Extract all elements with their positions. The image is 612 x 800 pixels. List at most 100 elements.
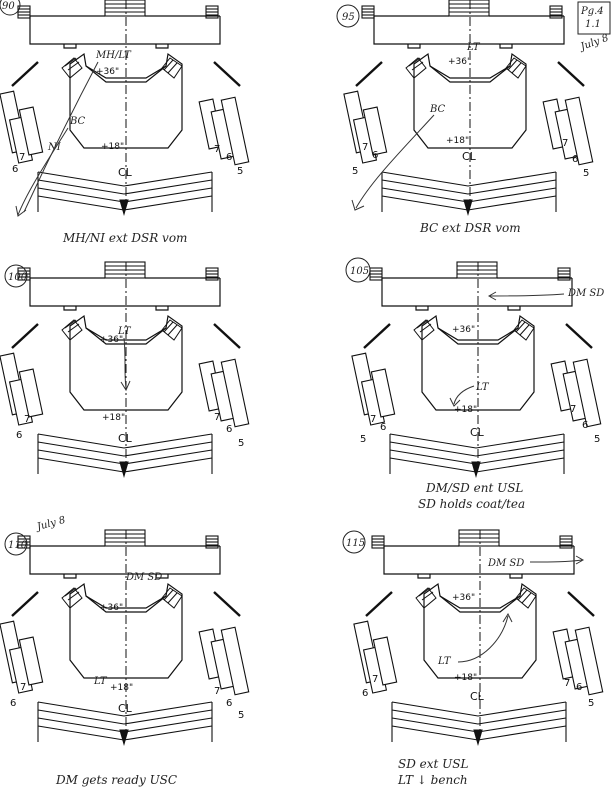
section-label-6: 6 [372, 150, 378, 161]
section-label-7-right: 7 [214, 412, 220, 423]
movement-arrow [23, 61, 99, 213]
actor-label-lt: LT [437, 656, 452, 667]
section-label-5-right: 5 [594, 434, 600, 445]
actor-label-lt: LT [117, 326, 132, 337]
blocking-note: MH/NI ext DSR vom [62, 231, 187, 245]
movement-arrow [489, 293, 565, 297]
panel-110: 110 July 8 +36" +18" CL 7 6 7 6 5 DM SD … [0, 515, 250, 787]
section-label-6-right: 6 [582, 420, 588, 431]
actor-label-lt: LT [466, 42, 481, 53]
section-label-6-right: 6 [572, 154, 578, 165]
actor-label-lt: LT [475, 382, 490, 393]
section-label-6-right: 6 [576, 682, 582, 693]
page-number-circle [345, 257, 371, 283]
page-number-circle [0, 0, 21, 16]
page-number: 105 [350, 266, 369, 277]
actor-label-dm-sd: DM SD [567, 288, 604, 299]
section-label-6-right: 6 [226, 424, 232, 435]
page-number: 90 [2, 1, 15, 12]
section-label-7-right: 7 [564, 678, 570, 689]
upper-platform-label: +36" [452, 325, 475, 335]
upper-platform-label: +36" [100, 603, 123, 613]
upper-platform-label: +36" [96, 67, 119, 77]
section-label-6-right: 6 [226, 152, 232, 163]
section-label-5-right: 5 [588, 698, 594, 709]
lower-platform-label: +18" [102, 413, 125, 423]
actor-label-bc: BC [69, 116, 86, 127]
upper-platform-label: +36" [100, 335, 123, 345]
center-line-label: CL [118, 702, 133, 715]
lower-platform-label: +18" [454, 405, 477, 415]
blocking-note: SD ext USL [398, 757, 468, 771]
movement-arrow [529, 559, 583, 563]
page-number: 115 [346, 538, 365, 549]
actor-label-bc: BC [429, 104, 446, 115]
movement-arrow [453, 385, 475, 405]
blocking-note: BC ext DSR vom [419, 221, 521, 235]
page-number: 100 [8, 272, 28, 283]
blocking-note: DM/SD ent USL [425, 481, 523, 495]
actor-label-dm-sd: DM SD [125, 572, 162, 583]
section-label-7-right: 7 [562, 138, 568, 149]
panel-115: 115 +36" +18" CL 7 6 7 6 5 DM SD LT SD e… [342, 528, 604, 787]
section-label-7: 7 [370, 414, 376, 425]
page-corner-note: Pg.4 1.1 July 8 [577, 1, 611, 54]
blocking-note: DM gets ready USC [55, 773, 177, 787]
panel-90: 90 +36" +18" CL 7 6 7 6 5 MH/LT BC NI MH… [0, 0, 250, 245]
page-number-circle [336, 4, 360, 28]
center-line-label: CL [470, 426, 485, 439]
section-label-7: 7 [24, 414, 30, 425]
section-label-7: 7 [372, 674, 378, 685]
section-label-5-right: 5 [238, 438, 244, 449]
lower-platform-label: +18" [110, 683, 133, 693]
panel-100: 100 +36" +18" CL 7 6 7 6 5 LT [0, 260, 250, 478]
section-label-5-right: 5 [237, 166, 243, 177]
center-line-label: CL [462, 150, 477, 163]
lower-platform-label: +18" [101, 142, 124, 152]
section-label-6: 6 [12, 164, 18, 175]
panel-105: 105 +36" +18" CL 7 6 5 7 6 5 LT DM SD DM… [345, 257, 604, 511]
section-label-7: 7 [19, 152, 25, 163]
section-label-7-right: 7 [214, 686, 220, 697]
page-number-circle [4, 264, 28, 288]
upper-platform-label: +36" [448, 57, 471, 67]
center-line-label: CL [118, 166, 133, 179]
upper-platform-label: +36" [452, 593, 475, 603]
section-label-5: 5 [360, 434, 366, 445]
section-label-7-right: 7 [214, 144, 220, 155]
lower-platform-label: +18" [446, 136, 469, 146]
blocking-note-secondary: LT ↓ bench [397, 773, 468, 787]
page-date: July 8 [577, 33, 610, 54]
panel-95: 95 +36" +18" CL 7 6 5 7 6 5 LT BC BC ext… [336, 0, 594, 235]
section-label-5-right: 5 [583, 168, 589, 179]
actor-label-lt: LT [93, 676, 108, 687]
page-number: 110 [8, 540, 28, 551]
movement-arrow [457, 615, 509, 663]
section-label-7: 7 [20, 682, 26, 693]
movement-arrow [355, 114, 435, 209]
section-label-6: 6 [380, 422, 386, 433]
center-line-label: CL [118, 432, 133, 445]
section-label-6: 6 [16, 430, 22, 441]
section-label-6: 6 [10, 698, 16, 709]
actor-label-mh-lt: MH/LT [95, 50, 132, 61]
page-number-circle [4, 532, 28, 556]
section-label-7: 7 [362, 142, 368, 153]
center-line-label: CL [470, 690, 485, 703]
section-label-6-right: 6 [226, 698, 232, 709]
section-label-5-right: 5 [238, 710, 244, 721]
page-sub-label: 1.1 [585, 19, 601, 30]
date-note: July 8 [34, 515, 67, 534]
blocking-note-secondary: SD holds coat/tea [418, 497, 525, 511]
section-label-6: 6 [362, 688, 368, 699]
lower-platform-label: +18" [454, 673, 477, 683]
movement-arrow [123, 337, 127, 389]
actor-label-dm-sd: DM SD [487, 558, 524, 569]
movement-arrow [17, 127, 69, 216]
page-number-circle [342, 530, 366, 554]
section-label-7-right: 7 [570, 404, 576, 415]
page-label: Pg.4 [580, 6, 604, 17]
page-number: 95 [342, 12, 355, 23]
section-label-5: 5 [352, 166, 358, 177]
